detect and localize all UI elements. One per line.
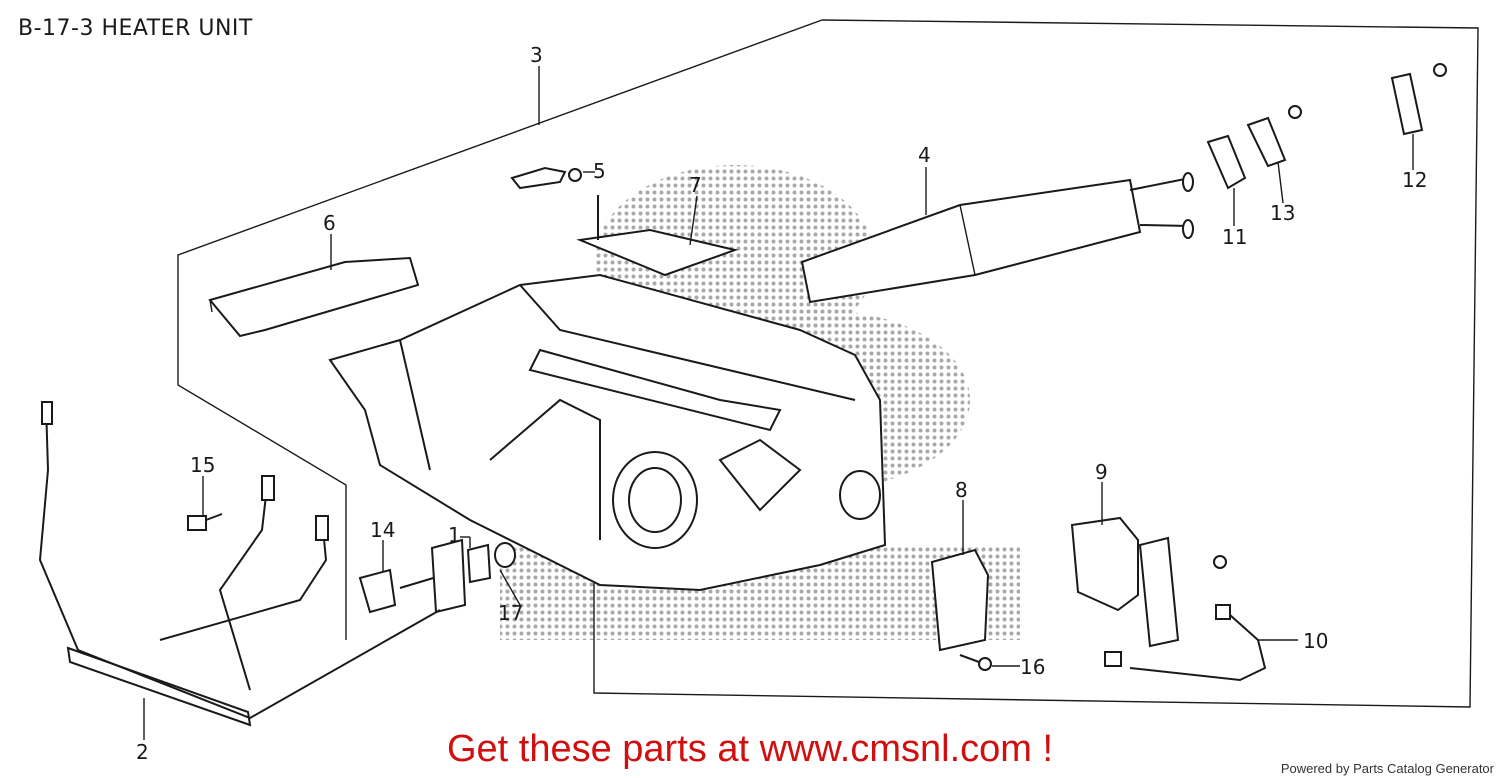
callout-10: 10 <box>1303 629 1328 653</box>
cta-banner[interactable]: Get these parts at www.cmsnl.com ! <box>0 728 1500 771</box>
part-7-panel <box>576 195 739 277</box>
callout-12: 12 <box>1402 168 1427 192</box>
callout-13: 13 <box>1270 201 1295 225</box>
callout-14: 14 <box>370 518 395 542</box>
cta-link[interactable]: Get these parts at www.cmsnl.com ! <box>446 728 1054 770</box>
part-9-resistor <box>1070 516 1227 648</box>
part-1-heater-housing <box>328 273 887 592</box>
part-17-grommet <box>466 542 516 584</box>
leader-lines <box>143 66 1414 740</box>
footer-credit: Powered by Parts Catalog Generator <box>1280 761 1494 776</box>
part-14-bracket <box>358 538 467 614</box>
callout-1: 1 <box>448 523 461 547</box>
callout-7: 7 <box>689 173 702 197</box>
part-16-screw <box>959 654 992 671</box>
callout-labels: 3 5 6 7 4 11 13 12 15 14 1 17 8 9 10 16 … <box>136 43 1427 764</box>
callout-2: 2 <box>136 740 149 764</box>
callout-3: 3 <box>530 43 543 67</box>
callout-17: 17 <box>498 601 523 625</box>
callout-9: 9 <box>1095 460 1108 484</box>
part-15-bolt <box>187 513 223 531</box>
part-13-bracket <box>1246 105 1302 168</box>
callout-4: 4 <box>918 143 931 167</box>
callout-6: 6 <box>323 211 336 235</box>
part-2-stay <box>38 401 441 727</box>
callout-8: 8 <box>955 478 968 502</box>
assembly-frame <box>593 19 1479 708</box>
part-8-bracket <box>930 548 990 652</box>
callout-16: 16 <box>1020 655 1045 679</box>
callout-11: 11 <box>1222 225 1247 249</box>
part-12-clamp <box>1390 63 1447 136</box>
page-title: B-17-3 HEATER UNIT <box>18 16 253 41</box>
part-11-bracket <box>1206 134 1247 190</box>
part-10-harness <box>1104 604 1267 682</box>
part-4-heater-core <box>800 172 1194 304</box>
callout-15: 15 <box>190 453 215 477</box>
callout-5: 5 <box>593 159 606 183</box>
part-6-cover <box>208 256 420 338</box>
assembly-frame-left <box>177 19 823 640</box>
part-5-clip <box>510 166 582 190</box>
